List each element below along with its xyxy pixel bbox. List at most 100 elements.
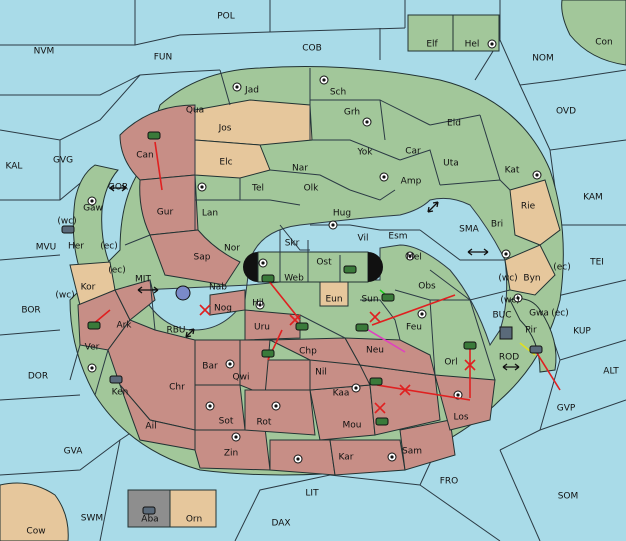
svg-text:(wc): (wc) bbox=[498, 274, 517, 284]
svg-text:Qua: Qua bbox=[186, 106, 204, 116]
svg-text:Sot: Sot bbox=[219, 417, 234, 427]
label-sma: SMA bbox=[459, 225, 479, 235]
svg-text:Sun: Sun bbox=[361, 295, 378, 305]
label-kam: KAM bbox=[583, 193, 603, 203]
svg-text:(ec): (ec) bbox=[551, 309, 569, 319]
svg-text:Sam: Sam bbox=[402, 447, 422, 457]
region-chp bbox=[269, 337, 361, 366]
label-buc: BUC bbox=[492, 311, 511, 321]
svg-text:Grh: Grh bbox=[344, 108, 360, 118]
region-sap bbox=[149, 229, 241, 286]
label-ovd: OVD bbox=[556, 107, 576, 117]
svg-text:Yok: Yok bbox=[356, 148, 373, 158]
units bbox=[61, 131, 543, 515]
svg-text:Neu: Neu bbox=[366, 346, 384, 356]
svg-text:Chr: Chr bbox=[169, 383, 185, 393]
svg-text:Kaa: Kaa bbox=[333, 389, 350, 399]
svg-text:Eld: Eld bbox=[447, 119, 461, 129]
label-alt: ALT bbox=[603, 367, 619, 377]
bottom-islands bbox=[127, 489, 217, 528]
region-qwi bbox=[239, 339, 271, 396]
region-sam bbox=[399, 419, 456, 471]
svg-text:Gur: Gur bbox=[157, 208, 174, 218]
bridge-east bbox=[368, 252, 383, 282]
svg-text:Nab: Nab bbox=[209, 283, 227, 293]
svg-text:Hug: Hug bbox=[333, 209, 351, 219]
label-gvp: GVP bbox=[557, 404, 576, 414]
label-gor: GOR bbox=[108, 183, 128, 193]
svg-text:(wc): (wc) bbox=[500, 296, 519, 306]
label-kup: KUP bbox=[573, 327, 591, 337]
svg-text:Sap: Sap bbox=[194, 253, 211, 263]
svg-text:(ec): (ec) bbox=[108, 266, 126, 276]
region-nog bbox=[209, 289, 246, 316]
svg-text:Hil: Hil bbox=[252, 299, 264, 309]
svg-text:Eun: Eun bbox=[325, 295, 342, 305]
svg-text:Nil: Nil bbox=[315, 368, 327, 378]
svg-text:Feu: Feu bbox=[406, 323, 422, 333]
svg-text:Uta: Uta bbox=[443, 159, 459, 169]
region-jos bbox=[194, 99, 313, 146]
svg-text:(ec): (ec) bbox=[100, 242, 118, 252]
svg-text:Byn: Byn bbox=[523, 274, 540, 284]
region-zin-b bbox=[269, 439, 336, 476]
tan-regions bbox=[69, 99, 561, 307]
svg-text:Zin: Zin bbox=[224, 449, 238, 459]
svg-text:Her: Her bbox=[68, 242, 84, 252]
svg-text:(wc): (wc) bbox=[57, 217, 76, 227]
svg-text:Orn: Orn bbox=[186, 515, 202, 525]
svg-text:Car: Car bbox=[405, 147, 421, 157]
label-con: Con bbox=[595, 38, 613, 48]
label-nom: NOM bbox=[532, 54, 554, 64]
svg-text:Pir: Pir bbox=[525, 326, 537, 336]
svg-text:Ver: Ver bbox=[85, 343, 100, 353]
label-nvm: NVM bbox=[34, 47, 55, 57]
region-byn bbox=[504, 244, 556, 296]
svg-text:Nor: Nor bbox=[224, 244, 240, 254]
svg-text:Qwi: Qwi bbox=[233, 373, 250, 383]
region-gur bbox=[139, 174, 199, 236]
svg-text:Tel: Tel bbox=[251, 184, 264, 194]
region-los bbox=[434, 374, 496, 431]
label-gva: GVA bbox=[64, 447, 84, 457]
svg-text:Obs: Obs bbox=[418, 282, 436, 292]
svg-text:Rot: Rot bbox=[257, 418, 272, 428]
svg-text:Kor: Kor bbox=[81, 283, 96, 293]
svg-text:Ail: Ail bbox=[145, 422, 156, 432]
svg-text:Chp: Chp bbox=[299, 347, 317, 357]
order-cuts bbox=[199, 304, 476, 414]
svg-text:(ec): (ec) bbox=[553, 263, 571, 273]
region-aba bbox=[127, 489, 171, 528]
svg-text:Jad: Jad bbox=[244, 86, 259, 96]
label-fro: FRO bbox=[440, 477, 459, 487]
label-lit: LIT bbox=[305, 489, 319, 499]
label-kal: KAL bbox=[6, 162, 23, 172]
label-mvu: MVU bbox=[36, 243, 57, 253]
svg-text:Elc: Elc bbox=[219, 158, 232, 168]
svg-text:Nar: Nar bbox=[292, 164, 308, 174]
strait-arrows bbox=[109, 184, 520, 371]
label-rbu: RBU bbox=[166, 326, 185, 336]
svg-text:Olk: Olk bbox=[304, 184, 320, 194]
region-rot bbox=[244, 389, 316, 436]
svg-text:Sch: Sch bbox=[330, 88, 346, 98]
supply-centers bbox=[87, 39, 542, 464]
label-bor: BOR bbox=[21, 306, 40, 316]
svg-text:Jos: Jos bbox=[218, 124, 232, 134]
svg-text:Elf: Elf bbox=[426, 40, 438, 50]
label-fun: FUN bbox=[154, 53, 173, 63]
svg-text:Lan: Lan bbox=[202, 209, 218, 219]
svg-text:Ken: Ken bbox=[112, 388, 129, 398]
labels: POL NVM FUN COB NOM Con OVD KAL GVG KAM … bbox=[6, 12, 620, 537]
svg-text:Vil: Vil bbox=[358, 234, 369, 244]
svg-text:Rie: Rie bbox=[521, 202, 536, 212]
svg-text:Orl: Orl bbox=[444, 358, 457, 368]
label-mit: MIT bbox=[135, 275, 151, 285]
svg-text:Web: Web bbox=[284, 274, 304, 284]
svg-text:Skr: Skr bbox=[285, 239, 300, 249]
label-tei: TEI bbox=[589, 258, 604, 268]
label-gvg: GVG bbox=[53, 156, 73, 166]
region-uru bbox=[244, 309, 301, 341]
